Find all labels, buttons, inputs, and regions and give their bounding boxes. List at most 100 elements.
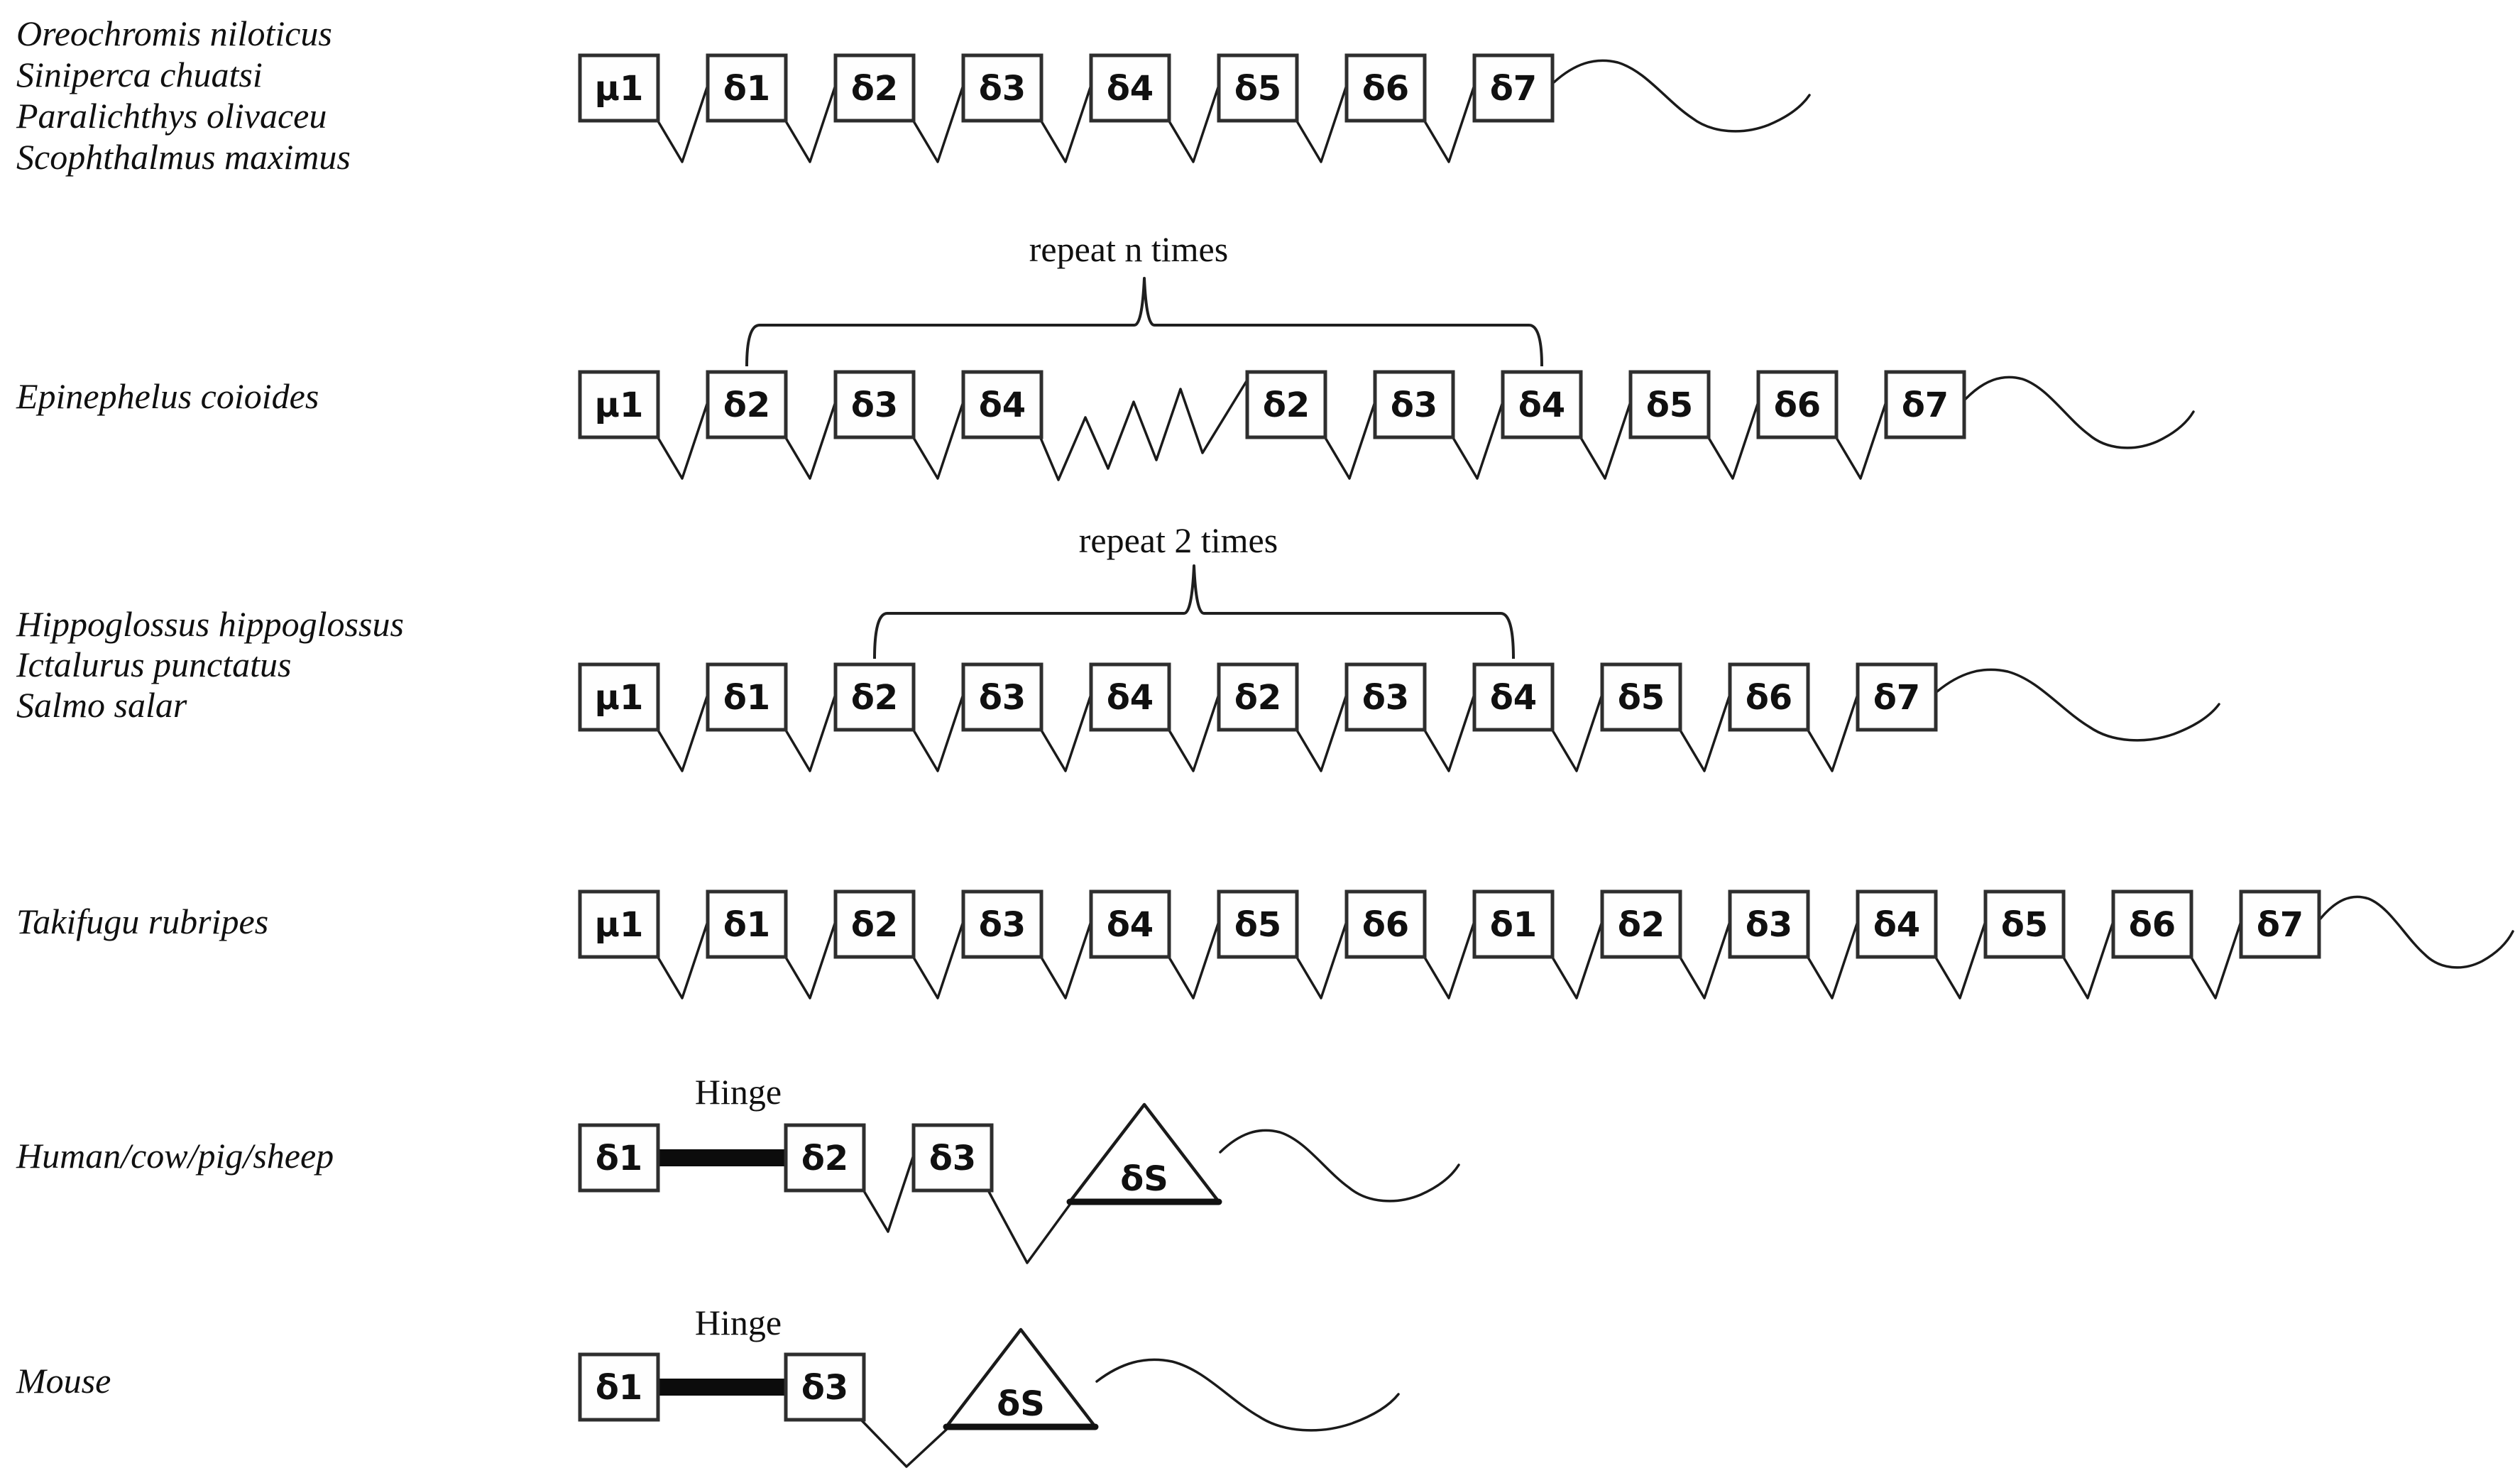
intron-line: [1037, 689, 1094, 772]
exon-box: [961, 662, 1043, 732]
intron-line: [1420, 916, 1477, 1000]
species-label: Oreochromis niloticus: [16, 13, 332, 53]
intron-line: [654, 396, 711, 480]
exon-label: δ3: [1362, 678, 1409, 718]
intron-line: [1704, 396, 1761, 480]
intron-line: [1165, 916, 1222, 1000]
exon-label: δ3: [801, 1368, 848, 1408]
intron-line: [986, 1188, 1071, 1264]
exon-box: [706, 889, 788, 959]
species-label: Scophthalmus maximus: [16, 137, 351, 177]
secreted-exon-label: δS: [1120, 1159, 1168, 1199]
exon-label: μ1: [595, 905, 644, 945]
exon-box: [1884, 370, 1966, 439]
exon-box: [578, 1123, 660, 1193]
exon-box: [833, 889, 916, 959]
species-label: Mouse: [16, 1361, 111, 1401]
exon-label: δ7: [1902, 385, 1949, 425]
exon-label: δ7: [2257, 905, 2303, 945]
exon-box: [1472, 889, 1555, 959]
trailing-wavy-line: [1219, 1129, 1460, 1203]
intron-line: [1676, 916, 1733, 1000]
exon-box: [1089, 662, 1171, 732]
intron-line: [1449, 396, 1506, 480]
intron-line: [654, 689, 711, 772]
hinge-bar: [658, 1149, 786, 1166]
exon-label: δ3: [979, 678, 1026, 718]
exon-box: [961, 53, 1043, 123]
exon-box: [578, 370, 660, 439]
intron-line: [860, 1149, 916, 1233]
exon-label: δ7: [1490, 69, 1537, 109]
exon-label: δ5: [2001, 905, 2048, 945]
exon-box: [1472, 662, 1555, 732]
exon-label: δ5: [1646, 385, 1693, 425]
exon-box: [706, 662, 788, 732]
exon-box: [1628, 370, 1711, 439]
exon-label: δ1: [1490, 905, 1537, 945]
repeat-label: repeat n times: [1029, 229, 1228, 269]
exon-label: δ3: [1746, 905, 1792, 945]
exon-label: δ4: [1107, 69, 1154, 109]
intron-line: [782, 396, 838, 480]
exon-box: [784, 1123, 866, 1193]
exon-box: [1856, 662, 1938, 732]
exon-label: δ3: [929, 1139, 976, 1178]
exon-box: [1728, 662, 1810, 732]
intron-line: [2059, 916, 2116, 1000]
intron-line: [782, 689, 838, 772]
exon-box: [784, 1352, 866, 1422]
intron-line: [782, 80, 838, 163]
exon-box: [706, 370, 788, 439]
exon-box: [833, 53, 916, 123]
exon-label: δ4: [1107, 905, 1154, 945]
intron-line: [1832, 396, 1889, 480]
secreted-exon-label: δS: [997, 1384, 1045, 1424]
hinge-label: Hinge: [695, 1072, 782, 1112]
exon-label: δ4: [1490, 678, 1537, 718]
repeat-label: repeat 2 times: [1079, 520, 1278, 560]
exon-label: δ3: [979, 905, 1026, 945]
intron-line: [1548, 689, 1605, 772]
exon-box: [1217, 662, 1299, 732]
exon-label: δ1: [723, 69, 770, 109]
exon-label: δ2: [1618, 905, 1665, 945]
exon-box: [1472, 53, 1555, 123]
species-label: Epinephelus coioides: [16, 376, 319, 416]
exon-box: [578, 53, 660, 123]
exon-box: [2239, 889, 2321, 959]
exon-box: [1344, 53, 1427, 123]
species-label: Hippoglossus hippoglossus: [16, 604, 404, 644]
exon-box: [833, 662, 916, 732]
intron-line: [909, 396, 966, 480]
exon-label: δ4: [1518, 385, 1565, 425]
intron-line: [1293, 80, 1349, 163]
repeat-bracket: [745, 277, 1543, 367]
exon-label: δ2: [851, 69, 898, 109]
intron-line: [1321, 396, 1378, 480]
repeat-bracket: [873, 564, 1515, 659]
exon-box: [578, 1352, 660, 1422]
intron-line: [1676, 689, 1733, 772]
intron-line: [1037, 916, 1094, 1000]
exon-label: μ1: [595, 69, 644, 109]
exon-label: δ4: [1107, 678, 1154, 718]
intron-line: [654, 80, 711, 163]
exon-label: δ1: [723, 905, 770, 945]
exon-box: [706, 53, 788, 123]
exon-label: δ2: [801, 1139, 848, 1178]
intron-line: [1420, 689, 1477, 772]
exon-box: [961, 889, 1043, 959]
exon-label: δ2: [1263, 385, 1310, 425]
exon-label: δ6: [1774, 385, 1821, 425]
hinge-label: Hinge: [695, 1303, 782, 1342]
exon-label: δ5: [1234, 905, 1281, 945]
exon-label: δ6: [1362, 69, 1409, 109]
hinge-bar: [658, 1379, 786, 1396]
exon-box: [911, 1123, 994, 1193]
exon-box: [1373, 370, 1455, 439]
